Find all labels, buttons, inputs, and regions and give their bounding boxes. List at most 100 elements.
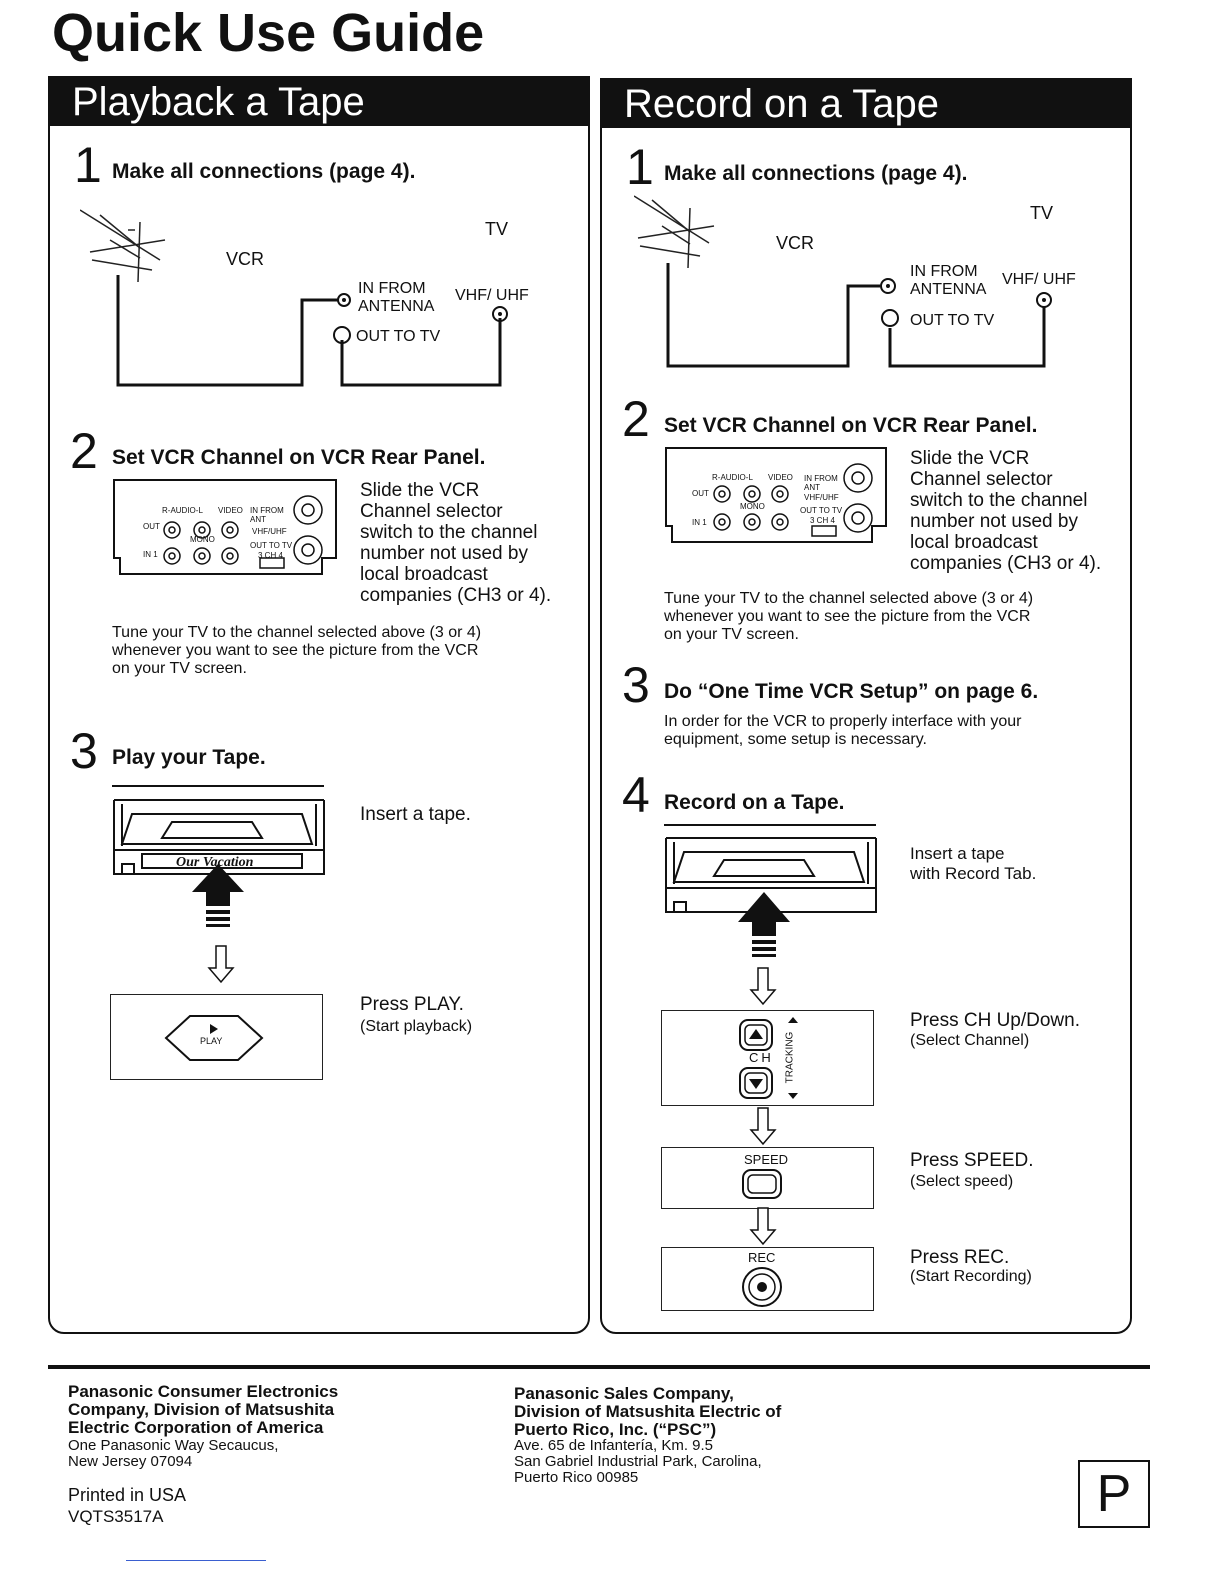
playback-step3-rule xyxy=(112,785,324,787)
record-step2-tune: Tune your TV to the channel selected abo… xyxy=(664,590,1033,644)
playback-header: Playback a Tape xyxy=(50,78,588,126)
playback-step3-number: 3 xyxy=(70,723,98,779)
playback-panel-vhf-uhf: VHF/UHF xyxy=(252,527,287,536)
ch-label: CH xyxy=(749,1050,774,1065)
playback-rear-panel xyxy=(113,479,337,575)
desc-line: number not used by xyxy=(910,511,1078,532)
tune-line: on your TV screen. xyxy=(112,660,247,677)
playback-tv-label: TV xyxy=(485,219,509,239)
desc-line: number not used by xyxy=(360,543,528,564)
tune-line: on your TV screen. xyxy=(664,626,799,643)
company-line: Panasonic Sales Company, xyxy=(514,1384,734,1403)
playback-panel: Playback a Tape xyxy=(48,76,590,1334)
footer-right-address: Ave. 65 de Infantería, Km. 9.5 San Gabri… xyxy=(514,1438,762,1486)
playback-step2-tune: Tune your TV to the channel selected abo… xyxy=(112,624,481,678)
playback-vcr-label: VCR xyxy=(226,249,265,269)
playback-panel-in: IN 1 xyxy=(143,550,158,559)
record-press-ch: Press CH Up/Down. xyxy=(910,1010,1080,1031)
record-press-speed: Press SPEED. xyxy=(910,1150,1034,1171)
playback-vhf-uhf-label: VHF/ UHF xyxy=(455,287,529,304)
company-line: Puerto Rico, Inc. (“PSC”) xyxy=(514,1420,717,1439)
play-button[interactable] xyxy=(162,1010,266,1066)
playback-panel-out-to-tv: OUT TO TV xyxy=(250,541,293,550)
record-step3-number: 3 xyxy=(622,657,650,713)
record-step4-number: 4 xyxy=(622,767,650,823)
playback-press-play: Press PLAY. xyxy=(360,994,464,1015)
play-button-box xyxy=(110,994,323,1080)
record-insert-text: Insert a tape with Record Tab. xyxy=(910,844,1036,884)
record-antenna-label: ANTENNA xyxy=(910,281,987,298)
record-press-ch-sub: (Select Channel) xyxy=(910,1032,1030,1049)
playback-press-play-sub: (Start playback) xyxy=(360,1018,473,1035)
page-title: Quick Use Guide xyxy=(52,3,485,63)
record-step1-number: 1 xyxy=(626,139,654,195)
record-panel-out-to-tv: OUT TO TV xyxy=(800,506,843,515)
desc-line: local broadcast xyxy=(360,564,488,585)
desc-line: In order for the VCR to properly interfa… xyxy=(664,713,1022,730)
tracking-label: TRACKING xyxy=(784,1031,796,1084)
footer-code: VQTS3517A xyxy=(68,1507,164,1526)
desc-line: Slide the VCR xyxy=(360,480,480,501)
down-arrow-icon xyxy=(749,1207,777,1246)
speed-button[interactable] xyxy=(741,1168,783,1200)
address-line: San Gabriel Industrial Park, Carolina, xyxy=(514,1453,762,1470)
playback-out-to-tv-label: OUT TO TV xyxy=(356,328,441,345)
tune-line: whenever you want to see the picture fro… xyxy=(112,642,479,659)
play-button-label: PLAY xyxy=(200,1036,223,1046)
down-arrow-icon xyxy=(749,1107,777,1146)
record-press-speed-sub: (Select speed) xyxy=(910,1173,1014,1190)
playback-step1-number: 1 xyxy=(74,137,102,193)
p-mark: P xyxy=(1078,1460,1150,1528)
tune-line: Tune your TV to the channel selected abo… xyxy=(664,590,1034,607)
insert-line: Insert a tape xyxy=(910,844,1005,863)
desc-line: companies (CH3 or 4). xyxy=(910,553,1102,574)
record-rear-panel xyxy=(665,447,887,543)
record-connection-diagram xyxy=(634,195,1052,368)
playback-connection-diagram xyxy=(80,209,508,387)
playback-step2-desc: Slide the VCR Channel selector switch to… xyxy=(360,480,551,606)
record-panel-out: OUT xyxy=(692,489,709,498)
tune-line: whenever you want to see the picture fro… xyxy=(664,608,1031,625)
playback-step1-title: Make all connections (page 4). xyxy=(112,160,416,183)
company-line: Electric Corporation of America xyxy=(68,1418,324,1437)
desc-line: switch to the channel xyxy=(910,490,1088,511)
tracking-arrows-icon xyxy=(788,1017,798,1099)
record-vhf-uhf-label: VHF/ UHF xyxy=(1002,271,1076,288)
record-press-rec-sub: (Start Recording) xyxy=(910,1268,1032,1285)
record-panel-in: IN 1 xyxy=(692,518,707,527)
footer-divider xyxy=(48,1365,1150,1369)
record-panel-ch: 3 CH 4 xyxy=(810,516,835,525)
record-step2-desc: Slide the VCR Channel selector switch to… xyxy=(910,448,1101,574)
playback-antenna-label: ANTENNA xyxy=(358,298,435,315)
antenna-icon xyxy=(634,195,715,269)
speed-label: SPEED xyxy=(744,1152,789,1167)
desc-line: local broadcast xyxy=(910,532,1038,553)
footer-right-company: Panasonic Sales Company, Division of Mat… xyxy=(514,1385,781,1439)
insert-line: with Record Tab. xyxy=(910,864,1037,883)
desc-line: companies (CH3 or 4). xyxy=(360,585,552,606)
record-step3-title: Do “One Time VCR Setup” on page 6. xyxy=(664,680,1039,703)
bottom-rule xyxy=(126,1560,266,1561)
record-panel-mono: MONO xyxy=(740,502,765,511)
ch-up-button[interactable] xyxy=(738,1018,774,1052)
address-line: Puerto Rico 00985 xyxy=(514,1469,639,1486)
record-step3-desc: In order for the VCR to properly interfa… xyxy=(664,713,1022,749)
record-step1-title: Make all connections (page 4). xyxy=(664,162,968,185)
company-line: Company, Division of Matsushita xyxy=(68,1400,335,1419)
desc-line: switch to the channel xyxy=(360,522,538,543)
record-step4-title: Record on a Tape. xyxy=(664,791,845,814)
playback-panel-mono: MONO xyxy=(190,535,215,544)
record-press-rec: Press REC. xyxy=(910,1247,1010,1268)
record-panel-in-from-ant: IN FROM ANT xyxy=(804,474,838,492)
desc-line: Slide the VCR xyxy=(910,448,1030,469)
desc-line: equipment, some setup is necessary. xyxy=(664,731,927,748)
playback-in-from-label: IN FROM xyxy=(358,280,426,297)
ch-down-button[interactable] xyxy=(738,1066,774,1100)
rec-button[interactable] xyxy=(740,1266,784,1308)
playback-step3-title: Play your Tape. xyxy=(112,746,266,769)
playback-panel-video: VIDEO xyxy=(218,506,243,515)
playback-tape-label: Our Vacation xyxy=(176,855,254,870)
address-line: One Panasonic Way Secaucus, xyxy=(68,1437,279,1454)
record-tv-label: TV xyxy=(1030,203,1054,223)
company-line: Panasonic Consumer Electronics xyxy=(68,1382,339,1401)
